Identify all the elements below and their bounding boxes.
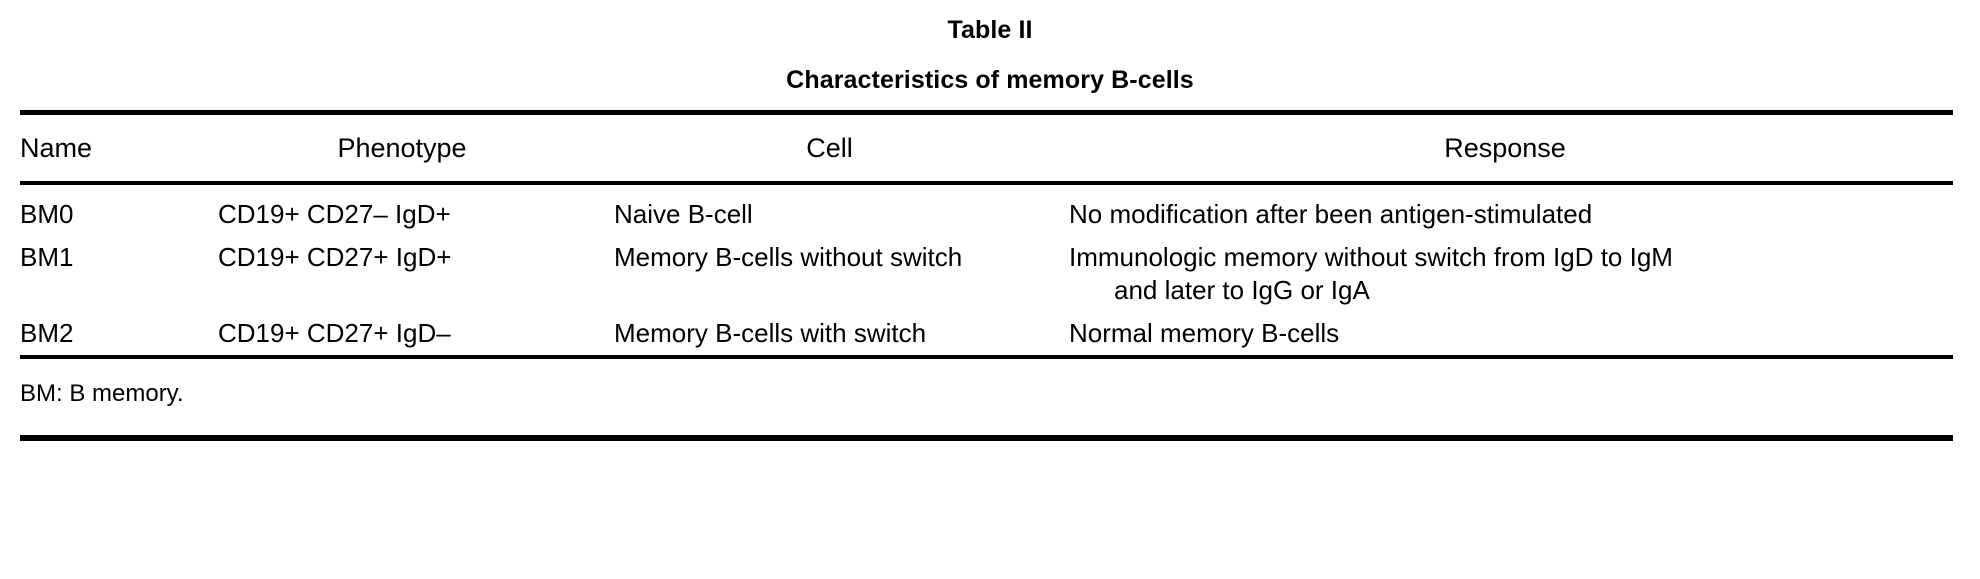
table-header-rule [20, 181, 1953, 185]
cell-name: BM2 [20, 318, 74, 348]
table-body-rule [20, 355, 1953, 359]
table-title: Characteristics of memory B-cells [786, 66, 1194, 94]
cell-phenotype: CD19+ CD27+ IgD+ [218, 242, 452, 272]
table-row: BM1 CD19+ CD27+ IgD+ Memory B-cells with… [20, 236, 1953, 312]
cell-response-line-1: Immunologic memory without switch from I… [1069, 242, 1673, 272]
cell-response-line-2: and later to IgG or IgA [1114, 275, 1370, 305]
cell-cell: Naive B-cell [614, 199, 753, 229]
table-header: Name Phenotype Cell Response [20, 115, 1953, 181]
column-header-cell: Cell [806, 133, 853, 163]
characteristics-table-body: BM0 CD19+ CD27– IgD+ Naive B-cell No mod… [20, 185, 1953, 355]
cell-cell: Memory B-cells with switch [614, 318, 927, 348]
cell-phenotype: CD19+ CD27– IgD+ [218, 199, 451, 229]
table-footnote: BM: B memory. [20, 380, 184, 407]
characteristics-table: Name Phenotype Cell Response [20, 115, 1953, 181]
table-bottom-rule [20, 435, 1953, 441]
column-header-response: Response [1444, 133, 1566, 163]
cell-name: BM1 [20, 242, 74, 272]
cell-response: No modification after been antigen-stimu… [1057, 185, 1953, 236]
table-top-rule [20, 110, 1953, 115]
cell-name: BM0 [20, 199, 74, 229]
cell-phenotype: CD19+ CD27+ IgD– [218, 318, 451, 348]
table-caption: Table II Characteristics of memory B-cel… [0, 0, 1980, 96]
cell-response-line-1: Normal memory B-cells [1069, 318, 1340, 348]
column-header-name: Name [20, 133, 93, 163]
table-row: BM0 CD19+ CD27– IgD+ Naive B-cell No mod… [20, 185, 1953, 236]
cell-response-line-1: No modification after been antigen-stimu… [1069, 199, 1593, 229]
cell-response: Normal memory B-cells [1057, 312, 1953, 355]
table-label: Table II [947, 16, 1033, 44]
table-row: BM2 CD19+ CD27+ IgD– Memory B-cells with… [20, 312, 1953, 355]
table-body: BM0 CD19+ CD27– IgD+ Naive B-cell No mod… [20, 185, 1953, 355]
table-header-row: Name Phenotype Cell Response [20, 115, 1953, 181]
column-header-phenotype: Phenotype [337, 133, 467, 163]
cell-cell: Memory B-cells without switch [614, 242, 963, 272]
cell-response: Immunologic memory without switch from I… [1057, 236, 1953, 312]
